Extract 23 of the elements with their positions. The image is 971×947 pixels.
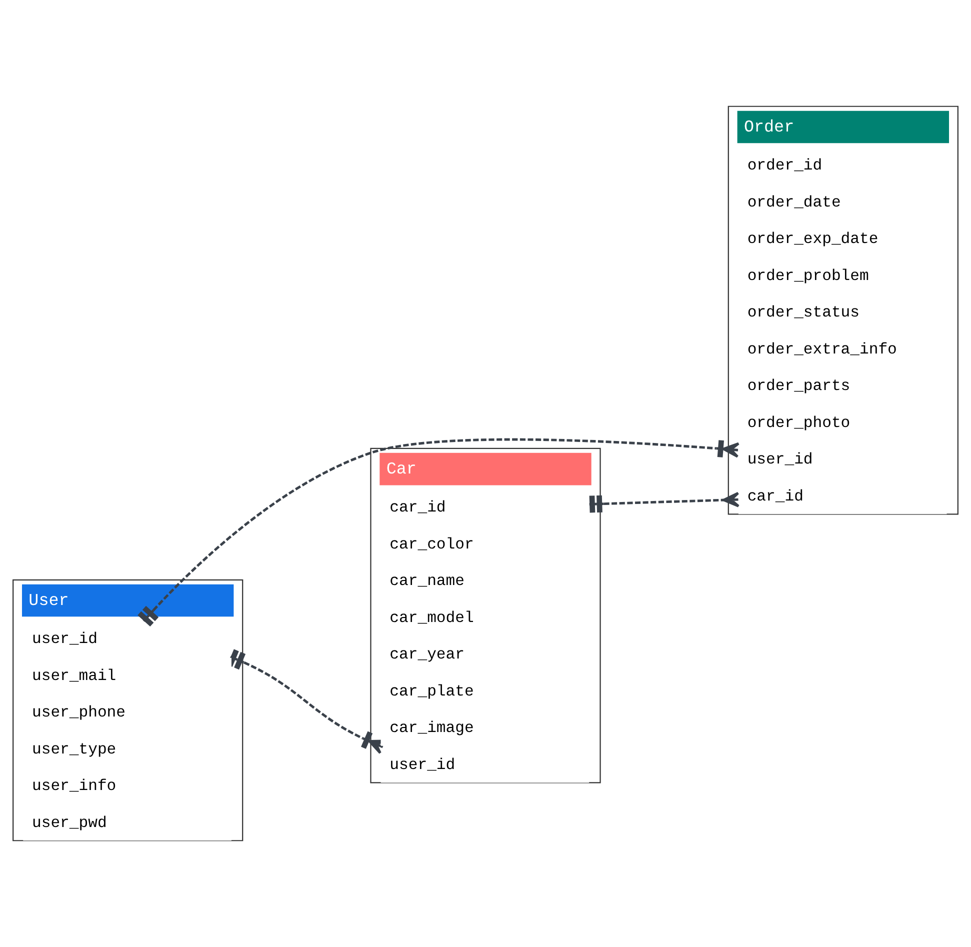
node-text: order_id (747, 156, 822, 175)
node-text: car_model (390, 608, 474, 627)
node-text: order_extra_info (747, 340, 897, 358)
node-text: car_plate (390, 682, 474, 700)
node-text: order_problem (747, 266, 869, 285)
node-text: car_image (390, 719, 474, 738)
node-text: order_status (747, 304, 860, 322)
node-text: user_info (32, 777, 116, 796)
node-text: car_name (390, 572, 464, 590)
node-text: user_id (747, 450, 813, 469)
node-text: car_id (390, 498, 446, 517)
node-text: user_id (32, 630, 98, 648)
connector (138, 438, 740, 627)
node-text: user_phone (32, 704, 126, 722)
node-text: order_photo (747, 414, 850, 432)
node-text: order_parts (747, 377, 850, 396)
node-text: user_mail (32, 666, 116, 685)
node-text: order_date (747, 193, 841, 212)
node-text: order_exp_date (747, 230, 878, 248)
node-text: car_year (390, 646, 464, 664)
node-text: car_color (390, 535, 474, 554)
connector (589, 492, 740, 513)
node-text: user_type (32, 740, 116, 758)
